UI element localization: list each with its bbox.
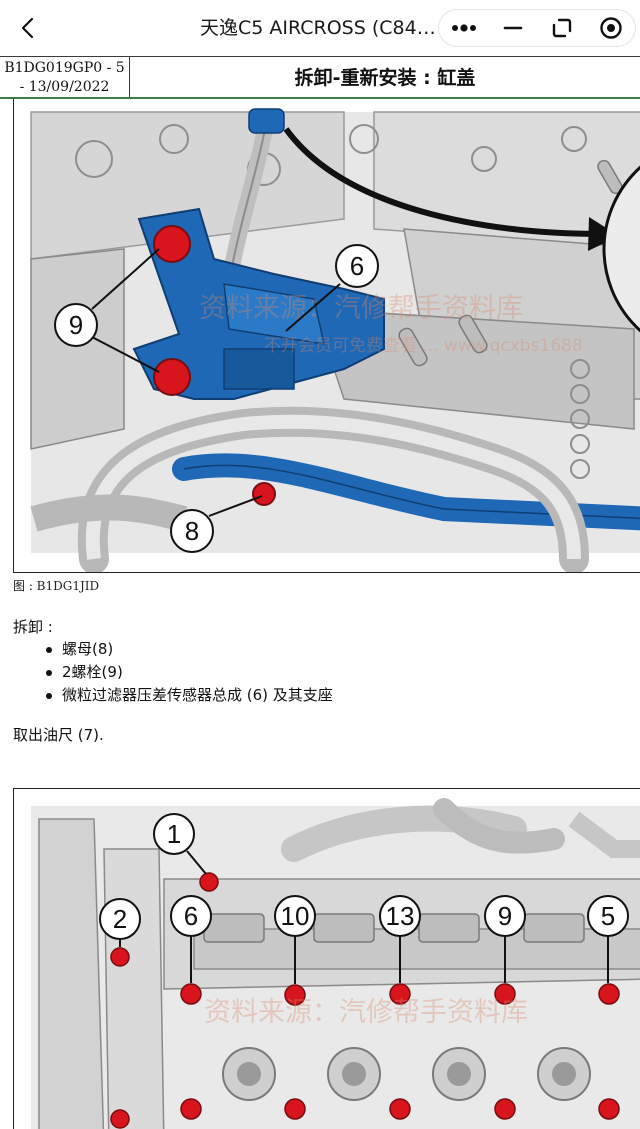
removal-steps-list: 螺母(8) 2螺栓(9) 微粒过滤器压差传感器总成 (6) 及其支座 bbox=[46, 638, 333, 707]
callout-1: 1 bbox=[153, 813, 195, 855]
callout-13: 13 bbox=[379, 895, 421, 937]
callout-6: 6 bbox=[170, 895, 212, 937]
callout-label: 5 bbox=[601, 901, 615, 931]
engine-illustration-2: 资料来源：汽修帮手资料库 1 2 6 10 bbox=[31, 798, 640, 1129]
more-dots-icon bbox=[451, 24, 476, 32]
callout-label: 13 bbox=[386, 901, 415, 931]
callout-5: 5 bbox=[587, 895, 629, 937]
callout-8: 8 bbox=[170, 509, 214, 553]
callout-label: 8 bbox=[185, 516, 199, 546]
watermark-text: 资料来源：汽修帮手资料库 bbox=[199, 293, 523, 324]
minimize-icon bbox=[503, 26, 522, 30]
callout-label: 10 bbox=[281, 901, 310, 931]
minimize-button[interactable] bbox=[488, 9, 537, 47]
mini-program-capsule bbox=[438, 9, 636, 47]
back-button[interactable] bbox=[8, 8, 48, 48]
callout-9: 9 bbox=[54, 303, 98, 347]
figure-caption: 图 : B1DG1JID bbox=[13, 579, 100, 593]
figure-cylinder-head[interactable]: 资料来源：汽修帮手资料库 1 2 6 10 bbox=[13, 788, 640, 1129]
document-reference: B1DG019GP0 - 5 - 13/09/2022 bbox=[0, 57, 130, 97]
engine-illustration-1: 资料来源：汽修帮手资料库 不开会员可免费查看 ... www.qcxbs1688… bbox=[30, 108, 640, 572]
more-button[interactable] bbox=[439, 9, 488, 47]
document-ref-date: - 13/09/2022 bbox=[19, 79, 110, 95]
top-navigation-bar: 天逸C5 AIRCROSS (C84) -… bbox=[0, 0, 640, 56]
callout-6: 6 bbox=[335, 244, 379, 288]
figure-sensor-bracket[interactable]: 资料来源：汽修帮手资料库 不开会员可免费查看 ... www.qcxbs1688… bbox=[13, 99, 640, 573]
removal-heading: 拆卸 : bbox=[13, 618, 53, 636]
restore-icon bbox=[552, 18, 571, 38]
callout-label: 6 bbox=[350, 251, 364, 281]
removal-note: 取出油尺 (7). bbox=[13, 726, 104, 744]
callout-2: 2 bbox=[99, 898, 141, 940]
watermark-subtext: 不开会员可免费查看 ... www.qcxbs1688 bbox=[264, 336, 583, 356]
list-item: 螺母(8) bbox=[46, 638, 333, 661]
callout-label: 9 bbox=[69, 310, 83, 340]
chevron-left-icon bbox=[21, 17, 34, 39]
document-ref-code: B1DG019GP0 - 5 bbox=[4, 60, 125, 76]
close-target-icon bbox=[599, 17, 622, 39]
restore-button[interactable] bbox=[537, 9, 586, 47]
list-item: 微粒过滤器压差传感器总成 (6) 及其支座 bbox=[46, 684, 333, 707]
callout-9: 9 bbox=[484, 895, 526, 937]
document-header: B1DG019GP0 - 5 - 13/09/2022 拆卸-重新安装 : 缸盖 bbox=[0, 56, 640, 99]
watermark-text: 资料来源：汽修帮手资料库 bbox=[204, 997, 528, 1028]
page-title: 天逸C5 AIRCROSS (C84) -… bbox=[200, 17, 440, 39]
callout-label: 9 bbox=[498, 901, 512, 931]
callout-10: 10 bbox=[274, 895, 316, 937]
list-item: 2螺栓(9) bbox=[46, 661, 333, 684]
close-button[interactable] bbox=[586, 9, 635, 47]
document-title: 拆卸-重新安装 : 缸盖 bbox=[294, 67, 476, 89]
callout-label: 1 bbox=[167, 819, 181, 849]
callout-label: 2 bbox=[113, 904, 127, 934]
callout-label: 6 bbox=[184, 901, 198, 931]
